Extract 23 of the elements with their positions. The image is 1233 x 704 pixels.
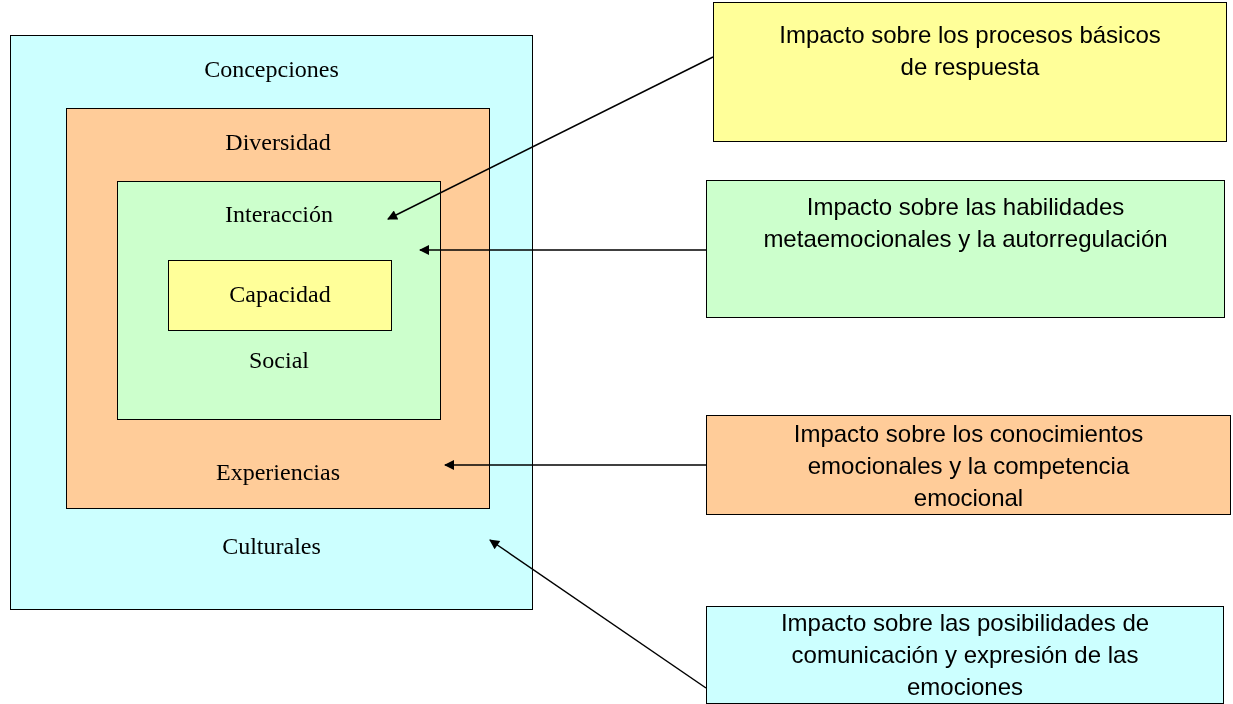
ring-label: Culturales (222, 532, 321, 560)
outer-box (10, 35, 533, 610)
ring-label: Concepciones (204, 55, 339, 83)
arrow (387, 56, 714, 220)
core-box (168, 260, 392, 331)
impact-box (713, 2, 1227, 142)
inner-box (117, 181, 441, 420)
impact-text: Impacto sobre las posibilidades de comunicación y expresión de las emociones (779, 608, 1151, 702)
ring-label: Social (249, 346, 309, 374)
impact-box (706, 180, 1225, 318)
arrow (419, 245, 707, 255)
arrow (489, 539, 707, 689)
ring-label: Interacción (225, 200, 333, 228)
ring-label: Experiencias (216, 458, 340, 486)
impact-box (706, 606, 1224, 704)
impact-box (706, 415, 1231, 515)
impact-text: Impacto sobre las habilidades metaemocionales y la autorregulación (762, 192, 1169, 254)
ring-label: Capacidad (229, 280, 331, 308)
ring-label: Diversidad (225, 128, 331, 156)
impact-text: Impacto sobre los conocimientos emocionales y la competencia emocional (792, 419, 1145, 513)
impact-text: Impacto sobre los procesos básicos de respuesta (778, 20, 1162, 82)
arrow (444, 460, 707, 470)
middle-box (66, 108, 490, 509)
